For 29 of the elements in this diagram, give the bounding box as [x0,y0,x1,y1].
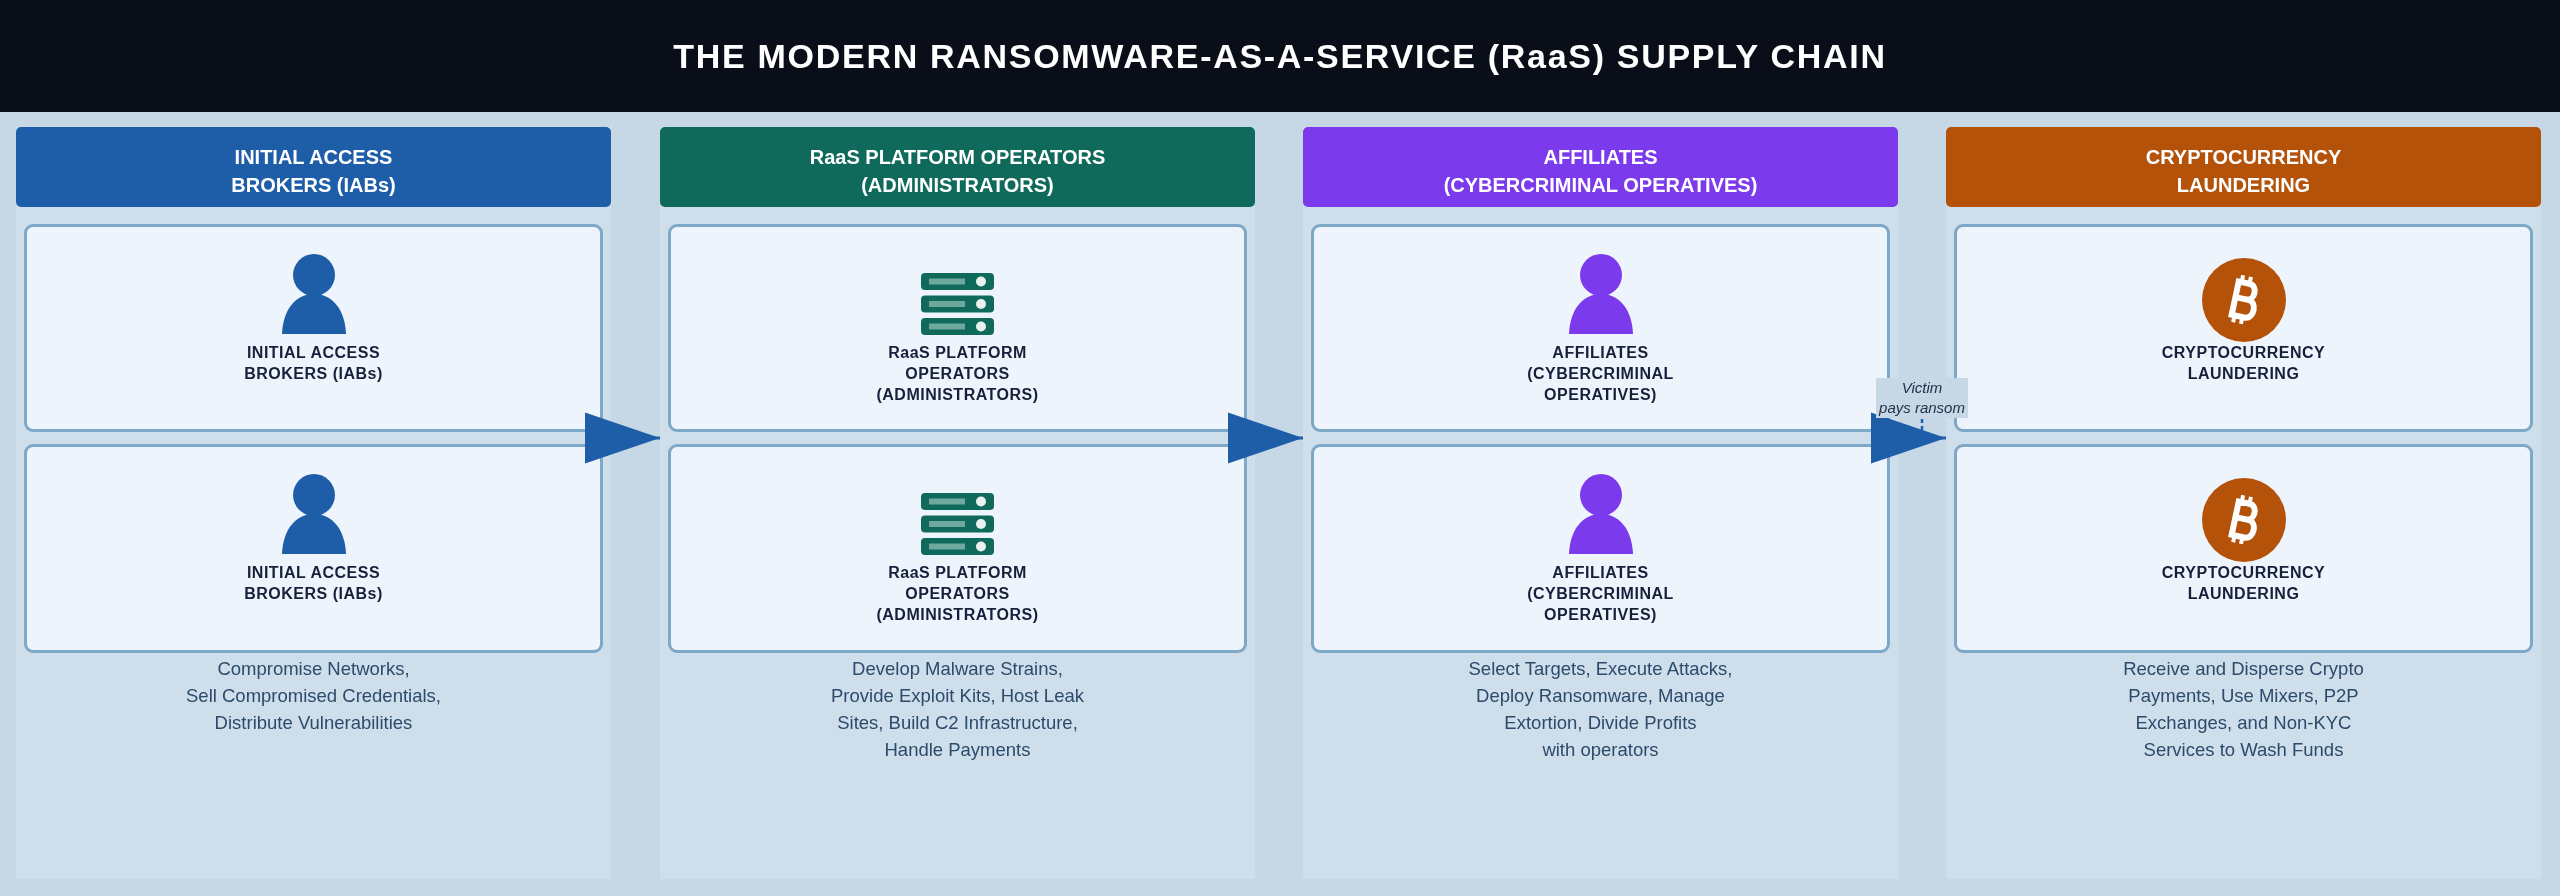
edge-label: Victim pays ransom [1876,378,1968,418]
diagram-title: THE MODERN RANSOMWARE-AS-A-SERVICE (RaaS) SUPPLY CHAIN [673,36,1887,76]
role-description: Receive and Disperse Crypto Payments, Use Mixers, P2P Exchanges, and Non-KYC Services to Wash Funds [2123,657,2364,762]
role-label: AFFILIATES (CYBERCRIMINAL OPERATIVES) [1527,343,1674,405]
role-label: INITIAL ACCESS BROKERS (IABs) [244,563,383,604]
role-label: AFFILIATES (CYBERCRIMINAL OPERATIVES) [1527,563,1674,625]
arrow [585,412,660,464]
role-label: CRYPTOCURRENCY LAUNDERING [2161,343,2326,384]
role-label: RaaS PLATFORM OPERATORS (ADMINISTRATORS) [876,343,1039,405]
arrow [1228,412,1303,464]
role-description: Compromise Networks, Sell Compromised Credentials, Distribute Vulnerabilities [186,657,441,735]
role-card [24,224,603,432]
role-card [24,444,603,653]
role-label: INITIAL ACCESS BROKERS (IABs) [244,343,383,384]
role-card [1954,444,2533,653]
column-header: AFFILIATES (CYBERCRIMINAL OPERATIVES) [1303,127,1898,207]
column-header: INITIAL ACCESS BROKERS (IABs) [16,127,611,207]
role-card [668,224,1247,432]
column-header: CRYPTOCURRENCY LAUNDERING [1946,127,2541,207]
role-label: CRYPTOCURRENCY LAUNDERING [2161,563,2326,604]
role-description: Develop Malware Strains, Provide Exploit Kits, Host Leak Sites, Build C2 Infrastructure, Handle Payments [831,657,1084,762]
column-header: RaaS PLATFORM OPERATORS (ADMINISTRATORS) [660,127,1255,207]
role-description: Select Targets, Execute Attacks, Deploy Ransomware, Manage Extortion, Divide Profits with operators [1468,657,1733,762]
role-card [1311,444,1890,653]
column-panel [660,127,1255,879]
role-card [668,444,1247,653]
arrow [1871,412,1946,464]
column-panel [16,127,611,879]
role-label: RaaS PLATFORM OPERATORS (ADMINISTRATORS) [876,563,1039,625]
